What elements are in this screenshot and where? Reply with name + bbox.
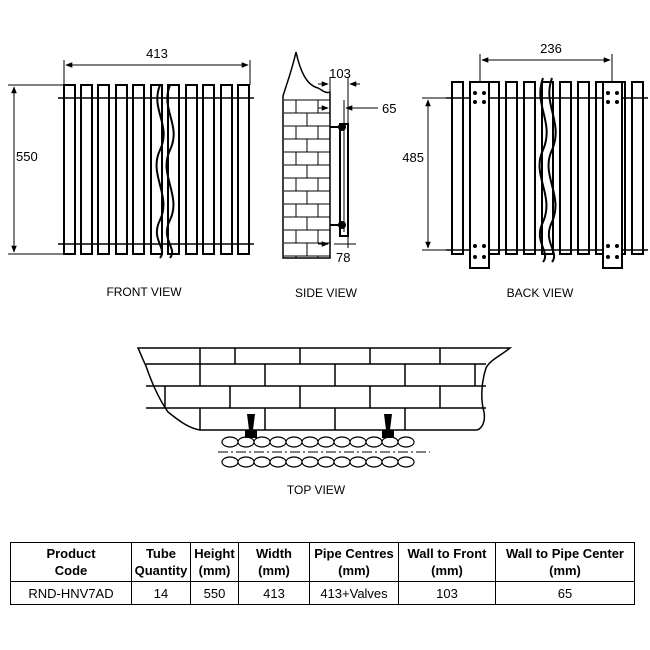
side-dim-wall-to-pipe: 65: [382, 101, 396, 116]
tube-section: [269, 436, 287, 448]
tube-section: [381, 456, 399, 468]
tube-section: [333, 456, 351, 468]
col-header-pipe-centres: Pipe Centres(mm): [309, 542, 399, 582]
back-break-line: [538, 77, 548, 263]
back-tube: [505, 81, 518, 255]
right-valve: [384, 414, 392, 430]
tube-section: [333, 436, 351, 448]
tube-section: [253, 456, 271, 468]
front-tube: [80, 84, 93, 255]
front-tube: [115, 84, 128, 255]
front-break-line-2: [165, 84, 175, 259]
side-dim-bottom: 78: [336, 250, 350, 265]
bottom-bracket: [338, 221, 346, 229]
front-tube: [220, 84, 233, 255]
wall-bricks: [284, 99, 330, 258]
side-view: 103 65 78 SIDE VIEW: [282, 51, 396, 300]
tube-section: [301, 436, 319, 448]
top-bracket: [338, 123, 346, 131]
back-tube: [541, 81, 554, 255]
side-dim-wall-to-front: 103: [329, 66, 351, 81]
tube-section: [397, 436, 415, 448]
back-tube: [577, 81, 590, 255]
tube-section: [301, 456, 319, 468]
top-view: TOP VIEW: [136, 347, 513, 497]
cell-wall-to-pipe-center: 65: [495, 581, 635, 605]
col-header-wall-to-front: Wall to Front(mm): [398, 542, 496, 582]
front-tube: [167, 84, 180, 255]
left-valve: [247, 414, 255, 430]
top-wall-bricks: [146, 348, 486, 430]
front-tube: [97, 84, 110, 255]
back-tube: [523, 81, 536, 255]
back-tube: [631, 81, 644, 255]
tube-section: [349, 436, 367, 448]
tube-section: [365, 436, 383, 448]
tube-section: [269, 456, 287, 468]
back-width-dim: 236: [540, 41, 562, 56]
top-tube-sections: [221, 436, 415, 468]
front-tube: [185, 84, 198, 255]
tube-section: [317, 456, 335, 468]
front-tube: [202, 84, 215, 255]
tube-section: [253, 436, 271, 448]
tube-section: [397, 456, 415, 468]
table-row: RND-HNV7AD 14 550 413 413+Valves 103 65: [10, 581, 635, 605]
tube-section: [221, 456, 239, 468]
front-view: 413 550 FRONT VIEW: [8, 46, 254, 299]
cell-product-code: RND-HNV7AD: [10, 581, 132, 605]
tube-section: [349, 456, 367, 468]
tube-section: [221, 436, 239, 448]
cell-pipe-centres: 413+Valves: [309, 581, 399, 605]
front-break-line: [155, 84, 165, 259]
front-width-dim: 413: [146, 46, 168, 61]
back-tube: [559, 81, 572, 255]
cell-wall-to-front: 103: [398, 581, 496, 605]
front-tube: [63, 84, 76, 255]
tube-section: [285, 436, 303, 448]
tube-section: [365, 456, 383, 468]
back-bracket-right: [602, 81, 623, 269]
cell-tube-quantity: 14: [131, 581, 191, 605]
back-tube: [451, 81, 464, 255]
front-view-label: FRONT VIEW: [106, 285, 182, 299]
tube-section: [317, 436, 335, 448]
top-view-label: TOP VIEW: [287, 483, 346, 497]
top-wall-outline: [136, 347, 513, 431]
technical-drawing: 413 550 FRONT VIEW 103 65 78 SIDE VI: [8, 41, 648, 497]
tube-section: [381, 436, 399, 448]
front-height-dim: 550: [16, 149, 38, 164]
side-view-label: SIDE VIEW: [295, 286, 358, 300]
col-header-width: Width(mm): [238, 542, 310, 582]
cell-width: 413: [238, 581, 310, 605]
back-break-line-2: [547, 77, 557, 263]
back-view: 236 485 BACK VIEW: [402, 41, 648, 300]
col-header-height: Height(mm): [190, 542, 239, 582]
front-tube: [132, 84, 145, 255]
cell-height: 550: [190, 581, 239, 605]
col-header-wall-to-pipe-center: Wall to Pipe Center(mm): [495, 542, 635, 582]
back-bracket-left: [469, 81, 490, 269]
back-view-label: BACK VIEW: [507, 286, 574, 300]
tube-section: [285, 456, 303, 468]
back-height-dim: 485: [402, 150, 424, 165]
tube-section: [237, 456, 255, 468]
tube-section: [237, 436, 255, 448]
front-tube: [237, 84, 250, 255]
